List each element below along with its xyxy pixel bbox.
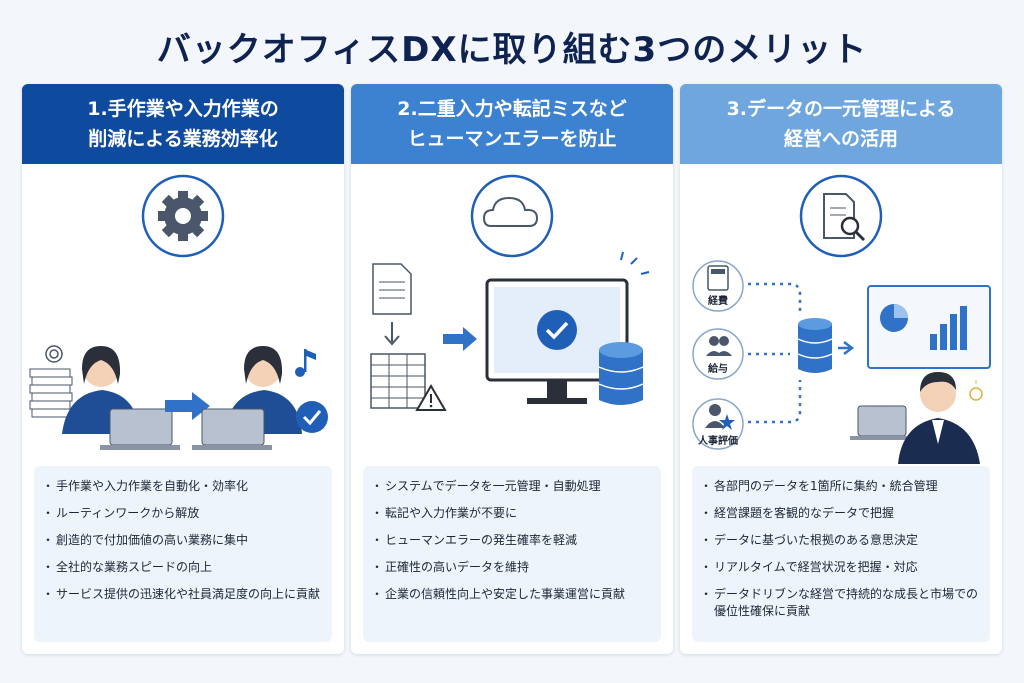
illustration-efficiency [22,164,344,464]
lightbulb-icon [969,380,983,401]
arrow-right-icon [443,327,477,351]
check-badge-icon [296,401,328,433]
panel-header: 3.データの一元管理による 経営への活用 [680,84,1002,164]
arrow-down-icon [384,322,400,346]
panel-error-prevention: 2.二重入力や転記ミスなど ヒューマンエラーを防止 [351,84,673,654]
list-item: 正確性の高いデータを維持 [371,559,651,576]
list-item: ルーティンワークから解放 [42,505,322,522]
panel-header-line2: 削減による業務効率化 [88,128,278,150]
cloud-icon [470,174,554,258]
warning-icon [415,384,447,411]
list-item: データドリブンな経営で持続的な成長と市場での優位性確保に貢献 [700,586,980,620]
panel-header: 1.手作業や入力作業の 削減による業務効率化 [22,84,344,164]
gear-icon [141,174,225,258]
list-item: 企業の信頼性向上や安定した事業運営に貢献 [371,586,651,603]
list-item: 各部門のデータを1箇所に集約・統合管理 [700,478,980,495]
illustration-data-management: 経費 給与 人事評価 [680,164,1002,464]
stress-scribble-icon [45,345,63,363]
businessman-thinking [898,372,980,464]
paper-stack-icon [29,368,73,418]
panel-data-management: 3.データの一元管理による 経営への活用 経費 [680,84,1002,654]
dashboard-chart-icon [867,285,991,369]
laptop-icon [850,405,914,440]
sparkle-lines-icon [620,251,650,275]
bullet-list: 手作業や入力作業を自動化・効率化 ルーティンワークから解放 創造的で付加価値の高… [42,478,322,603]
list-item: リアルタイムで経営状況を把握・対応 [700,559,980,576]
panel-header-line1: 2.二重入力や転記ミスなど [397,98,627,120]
list-item: 経営課題を客観的なデータで把握 [700,505,980,522]
user-star-icon [692,398,744,450]
laptop-icon [100,408,180,450]
flow-dots-icon [748,282,802,424]
illustration-error-prevention [351,164,673,464]
laptop-icon [192,408,272,450]
bullet-box: 各部門のデータを1箇所に集約・統合管理 経営課題を客観的なデータで把握 データに… [692,466,990,642]
music-note-icon [295,349,316,377]
panel-header-line1: 3.データの一元管理による [726,98,956,120]
bullet-box: システムでデータを一元管理・自動処理 転記や入力作業が不要に ヒューマンエラーの… [363,466,661,642]
people-icon [692,328,744,380]
list-item: 転記や入力作業が不要に [371,505,651,522]
list-item: 手作業や入力作業を自動化・効率化 [42,478,322,495]
panel-header-line2: 経営への活用 [783,128,898,150]
panel-header: 2.二重入力や転記ミスなど ヒューマンエラーを防止 [351,84,673,164]
page-title: バックオフィスDXに取り組む3つのメリット [156,30,868,70]
panel-header-line1: 1.手作業や入力作業の [87,98,279,120]
document-search-icon [799,174,883,258]
arrow-right-icon [165,392,210,420]
salary-label: 給与 [708,362,728,375]
calculator-icon [692,260,744,312]
list-item: 全社的な業務スピードの向上 [42,559,322,576]
list-item: 創造的で付加価値の高い業務に集中 [42,532,322,549]
bullet-list: 各部門のデータを1箇所に集約・統合管理 経営課題を客観的なデータで把握 データに… [700,478,980,620]
list-item: データに基づいた根拠のある意思決定 [700,532,980,549]
bullet-list: システムでデータを一元管理・自動処理 転記や入力作業が不要に ヒューマンエラーの… [371,478,651,603]
panel-efficiency: 1.手作業や入力作業の 削減による業務効率化 [22,84,344,654]
list-item: サービス提供の迅速化や社員満足度の向上に貢献 [42,586,322,603]
panel-header-line2: ヒューマンエラーを防止 [407,128,617,150]
hr-evaluation-label: 人事評価 [698,434,738,447]
list-item: ヒューマンエラーの発生確率を軽減 [371,532,651,549]
expense-label: 経費 [708,294,728,307]
bullet-box: 手作業や入力作業を自動化・効率化 ルーティンワークから解放 創造的で付加価値の高… [34,466,332,642]
list-item: システムでデータを一元管理・自動処理 [371,478,651,495]
database-icon [797,318,833,373]
database-icon [598,342,644,405]
document-icon [372,263,412,315]
spreadsheet-icon [370,353,426,409]
arrow-right-icon [838,341,855,355]
check-badge-icon [537,310,577,350]
